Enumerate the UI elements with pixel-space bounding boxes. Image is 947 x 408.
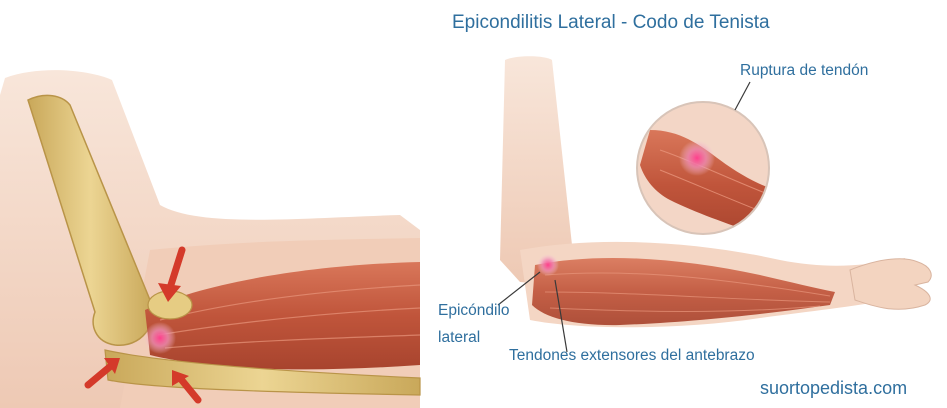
label-extensor-tendons: Tendones extensores del antebrazo <box>509 347 755 365</box>
left-closeup-elbow <box>0 66 947 408</box>
label-tendon-rupture: Ruptura de tendón <box>740 62 868 80</box>
label-epicondyle-line1: Epicóndilo <box>438 302 510 320</box>
label-epicondyle-line2: lateral <box>438 329 480 347</box>
hand <box>850 259 931 310</box>
watermark: suortopedista.com <box>760 378 907 399</box>
leader-line-rupture <box>735 82 750 110</box>
inflammation-spot-left <box>144 322 176 354</box>
inflammation-spot-right <box>537 254 559 276</box>
diagram-title: Epicondilitis Lateral - Codo de Tenista <box>452 12 770 34</box>
